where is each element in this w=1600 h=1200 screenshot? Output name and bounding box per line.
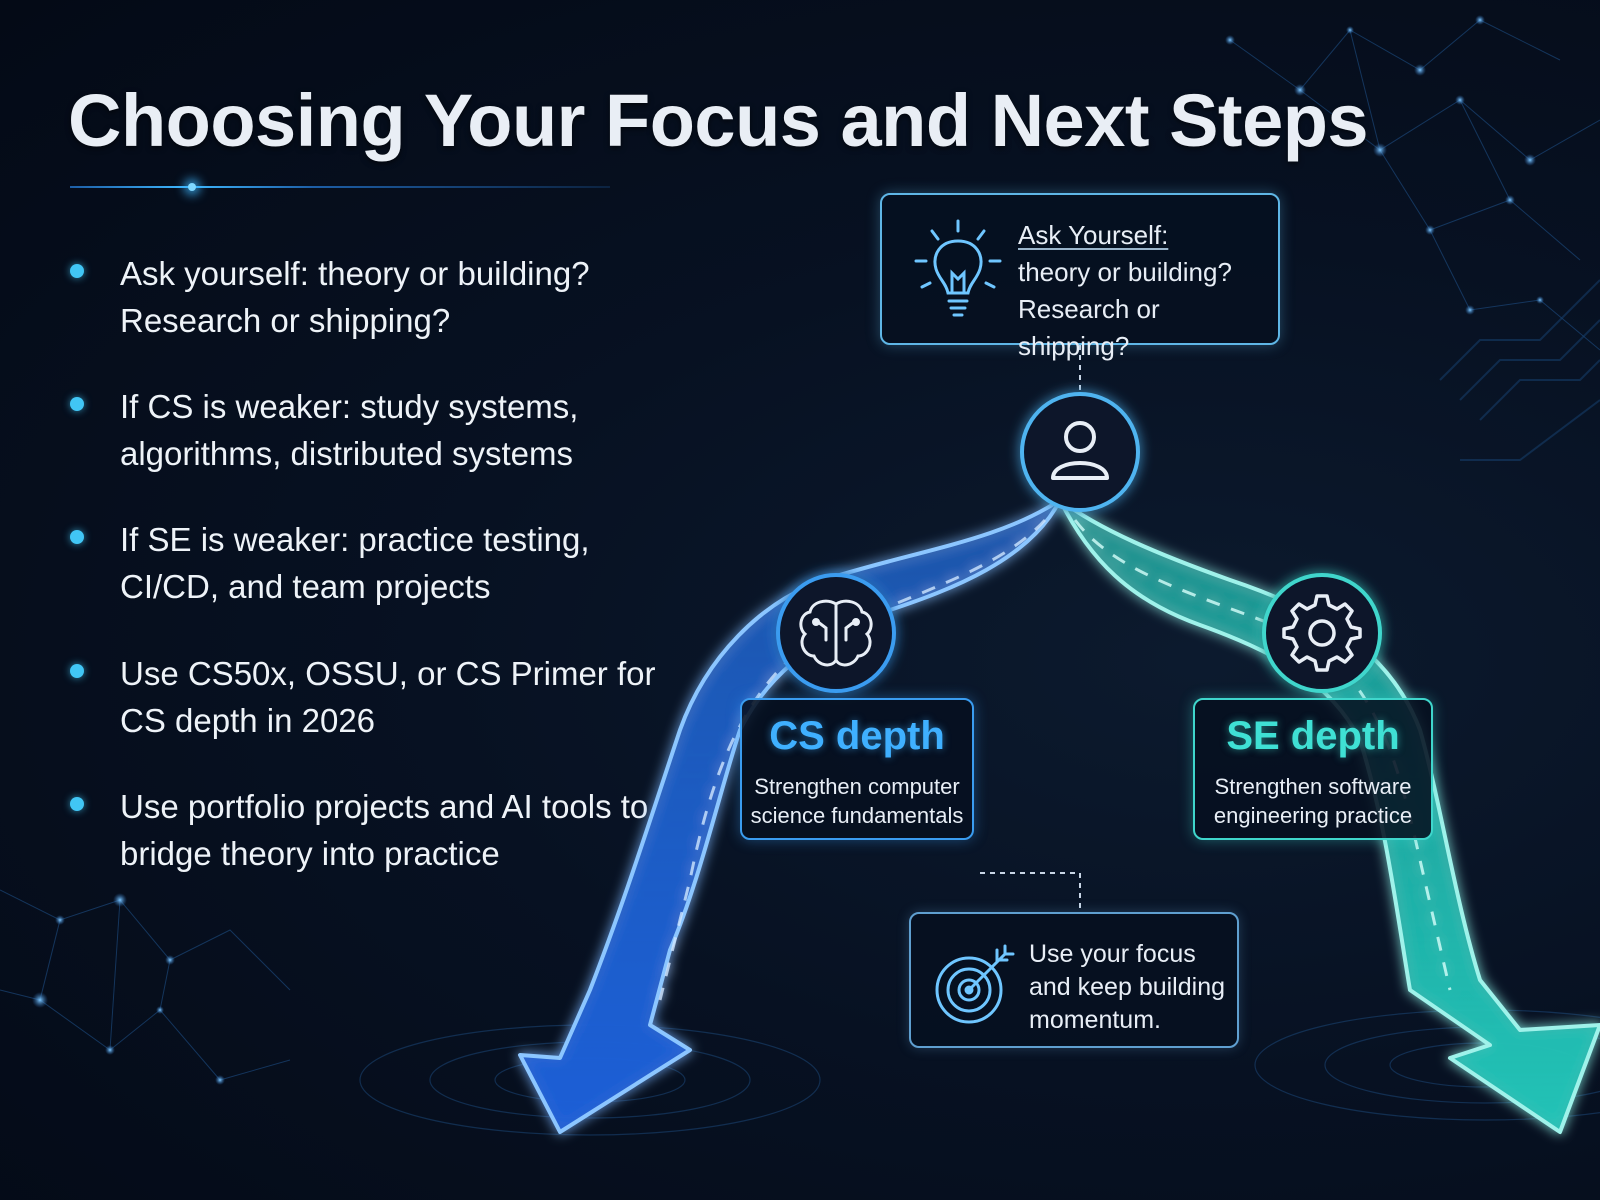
use-focus-line: and keep building [1029, 973, 1225, 1001]
cs-depth-title: CS depth [769, 714, 945, 758]
lightbulb-icon [914, 219, 1002, 317]
cs-depth-subtitle: Strengthen computer science fundamentals [742, 772, 972, 830]
ask-yourself-box: Ask Yourself: theory or building? Resear… [880, 193, 1280, 361]
bullet-dot [70, 397, 84, 411]
cs-depth-line: science fundamentals [750, 803, 964, 828]
bullet-text: Use CS50x, OSSU, or CS Primer for CS dep… [120, 655, 656, 739]
bullet-text: Ask yourself: theory or building? Resear… [120, 255, 590, 339]
bullet-dot [70, 264, 84, 278]
connector-lines [980, 345, 1081, 912]
center-node [1020, 392, 1140, 512]
gear-icon [1282, 594, 1362, 672]
se-depth-subtitle: Strengthen software engineering practice [1195, 772, 1431, 830]
page-title: Choosing Your Focus and Next Steps [68, 79, 1369, 162]
ask-yourself-line: theory or building? [1018, 257, 1232, 287]
se-depth-line: Strengthen software [1214, 774, 1412, 799]
se-depth-title: SE depth [1226, 714, 1400, 758]
use-focus-box: Use your focus and keep building momentu… [909, 912, 1239, 1048]
brain-icon [799, 599, 873, 667]
use-focus-line: Use your focus [1029, 940, 1196, 968]
ask-yourself-line: Research or shipping? [1018, 294, 1160, 361]
se-node [1262, 573, 1382, 693]
bullet-text: If SE is weaker: practice testing, CI/CD… [120, 521, 590, 605]
bullet-text: Use portfolio projects and AI tools to b… [120, 788, 649, 872]
cs-node [776, 573, 896, 693]
ask-yourself-heading: Ask Yourself: [1018, 220, 1169, 250]
se-depth-line: engineering practice [1213, 803, 1413, 828]
bullet-dot [70, 530, 84, 544]
se-depth-box: SE depth Strengthen software engineering… [1193, 698, 1433, 840]
target-arrow-icon [935, 944, 1015, 1024]
use-focus-text: Use your focus and keep building momentu… [1029, 938, 1234, 1037]
cs-depth-box: CS depth Strengthen computer science fun… [740, 698, 974, 840]
cs-depth-line: Strengthen computer [754, 774, 960, 799]
person-icon [1051, 421, 1109, 480]
ask-yourself-text: Ask Yourself: theory or building? Resear… [1018, 217, 1278, 365]
bullet-text: If CS is weaker: study systems, algorith… [120, 388, 579, 472]
bullet-dot [70, 664, 84, 678]
bullet-dot [70, 797, 84, 811]
title-underline [70, 183, 610, 191]
use-focus-line: momentum. [1029, 1006, 1161, 1034]
